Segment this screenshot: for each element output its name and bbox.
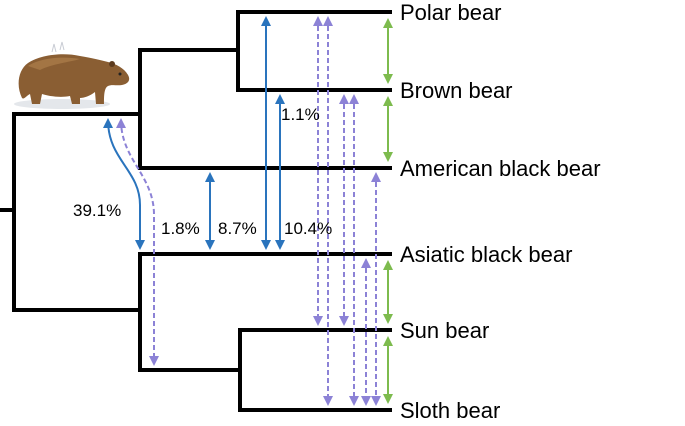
tip-label-sun-bear: Sun bear: [400, 318, 489, 343]
brown-bear-icon: [14, 41, 130, 109]
pct-label-brown-upper: 1.1%: [281, 105, 320, 124]
dashed-arrow-ancestral: [116, 118, 159, 366]
tip-label-brown-bear: Brown bear: [400, 78, 513, 103]
species-labels: Polar bear Brown bear American black bea…: [400, 0, 601, 423]
pct-label-ancestral: 39.1%: [73, 201, 121, 220]
dashed-gene-flow-arrows: [116, 15, 381, 406]
tip-label-american-black-bear: American black bear: [400, 156, 601, 181]
pct-label-upper-asiatic: 1.8%: [161, 219, 200, 238]
pct-label-brown-asiatic: 10.4%: [284, 219, 332, 238]
pct-label-polar-asiatic: 8.7%: [218, 219, 257, 238]
tip-label-sloth-bear: Sloth bear: [400, 398, 500, 423]
percentage-labels: 39.1% 1.8% 8.7% 10.4% 1.1%: [73, 105, 332, 238]
solid-gene-flow-arrows: [103, 15, 285, 250]
tip-label-asiatic-black-bear: Asiatic black bear: [400, 242, 572, 267]
tip-label-polar-bear: Polar bear: [400, 0, 502, 25]
solid-arrow-ancestral: [103, 118, 145, 250]
